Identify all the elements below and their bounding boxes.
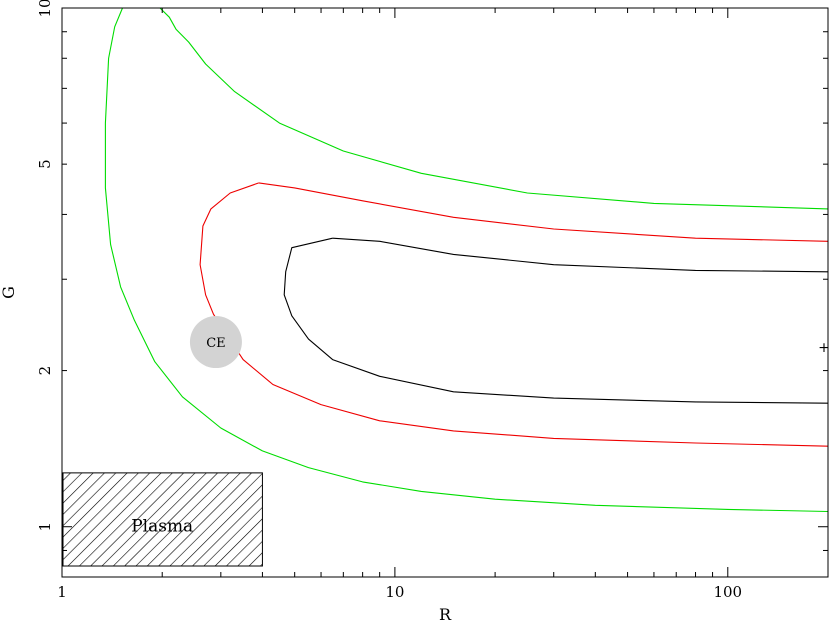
y-tick-label: 1: [36, 522, 54, 532]
y-tick-label: 5: [36, 159, 54, 169]
x-axis-label: R: [439, 605, 452, 624]
y-tick-label: 10: [36, 0, 54, 18]
region-layer: [62, 472, 263, 567]
x-tick-label: 1: [57, 583, 67, 601]
x-tick-label: 10: [385, 583, 404, 601]
contour-line-2: [159, 7, 829, 210]
plasma-label: Plasma: [131, 517, 193, 537]
plot-frame: [61, 7, 829, 578]
ce-label: CE: [206, 336, 225, 351]
annotation-layer: CE Plasma +: [131, 316, 830, 537]
plus-marker: +: [818, 340, 830, 356]
contour-line-4: [258, 182, 829, 242]
ticks-layer: 1 10 100 1 2 5 10: [36, 0, 829, 601]
series-layer: [104, 7, 829, 513]
y-axis-label: G: [0, 286, 18, 299]
y-tick-label: 2: [36, 366, 54, 376]
contour-line-5: [283, 237, 829, 404]
contour-line-1: [104, 7, 829, 513]
contour-line-6: [332, 237, 829, 273]
ce-circle: [189, 316, 242, 369]
contour-line-3: [199, 182, 829, 447]
plasma-hatched-region: [62, 472, 263, 567]
x-tick-label: 100: [713, 583, 742, 601]
